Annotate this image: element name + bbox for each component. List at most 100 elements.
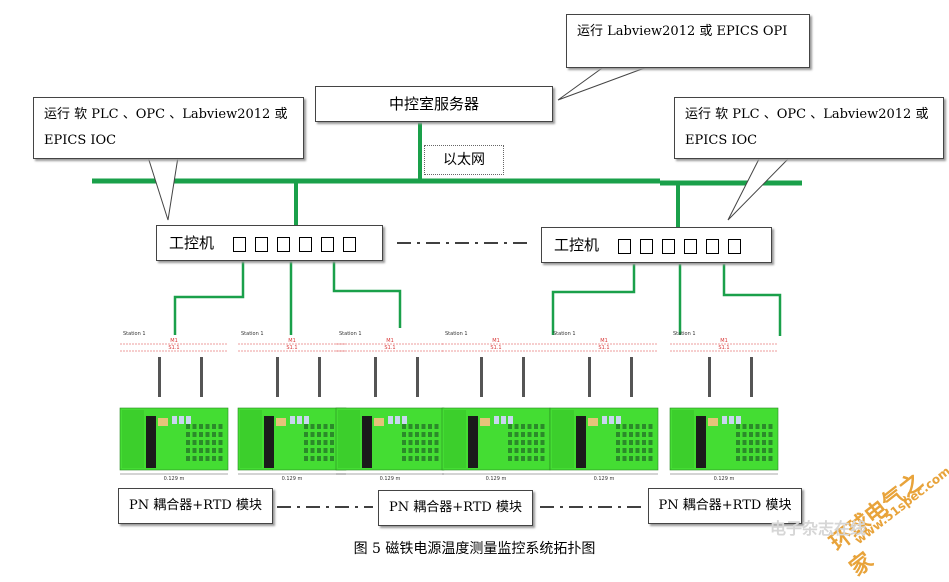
- terminal: [218, 448, 223, 453]
- terminal: [508, 448, 512, 453]
- coupler-black-panel: [696, 416, 706, 468]
- terminal: [434, 424, 439, 429]
- terminal: [768, 424, 773, 429]
- terminal: [521, 432, 525, 437]
- terminal: [629, 432, 633, 437]
- terminal: [402, 424, 406, 429]
- dimension-label: 0.129 m: [714, 476, 735, 482]
- coupler-section: [338, 410, 360, 468]
- network-lines: [92, 122, 802, 336]
- port-2: [639, 238, 653, 254]
- terminal: [434, 432, 439, 437]
- s11-label: S1.1: [384, 345, 395, 351]
- io-label-1: [388, 416, 393, 424]
- s11-label: S1.1: [168, 345, 179, 351]
- ipc-right-ports: [617, 228, 750, 262]
- terminal: [648, 456, 653, 461]
- terminal: [514, 448, 519, 453]
- terminal: [317, 440, 321, 445]
- port-6: [342, 236, 356, 252]
- right-callout-pointer: [727, 156, 792, 221]
- terminal: [768, 448, 773, 453]
- coupler-black-panel: [146, 416, 156, 468]
- m1-label: M1: [288, 338, 296, 344]
- terminal: [736, 432, 740, 437]
- m1-label: M1: [492, 338, 500, 344]
- terminal: [521, 424, 525, 429]
- terminal: [192, 440, 197, 445]
- terminal: [402, 440, 406, 445]
- io-label-3: [402, 416, 407, 424]
- right-callout: 运行 软 PLC 、OPC 、Labview2012 或 EPICS IOC: [674, 97, 944, 159]
- terminal: [648, 440, 653, 445]
- port-5: [705, 238, 719, 254]
- terminal: [642, 448, 646, 453]
- coupler-section: [240, 410, 262, 468]
- terminal: [629, 424, 633, 429]
- terminal: [514, 440, 519, 445]
- terminal: [762, 448, 766, 453]
- terminal: [508, 432, 512, 437]
- terminal: [434, 448, 439, 453]
- terminal: [434, 440, 439, 445]
- terminal: [421, 448, 426, 453]
- terminal: [317, 424, 321, 429]
- terminal: [749, 432, 753, 437]
- terminal: [421, 456, 426, 461]
- port-1: [617, 238, 631, 254]
- terminal: [648, 448, 653, 453]
- left-callout-pointer: [147, 156, 179, 221]
- terminal: [192, 424, 197, 429]
- terminal: [514, 456, 519, 461]
- station-link-4: [551, 264, 636, 335]
- coupler-black-panel: [576, 416, 586, 468]
- terminal: [762, 432, 766, 437]
- server-label: 中控室服务器: [388, 95, 479, 113]
- terminal: [199, 448, 203, 453]
- terminal: [521, 440, 525, 445]
- terminal: [749, 440, 753, 445]
- watermark-faint: 电子杂志在线: [770, 519, 867, 538]
- terminal: [199, 440, 203, 445]
- port-3: [661, 238, 675, 254]
- terminal: [635, 432, 640, 437]
- terminal: [323, 424, 328, 429]
- terminal: [402, 448, 406, 453]
- io-label-1: [172, 416, 177, 424]
- s11-label: S1.1: [598, 345, 609, 351]
- io-label-1: [602, 416, 607, 424]
- coupler-section: [672, 410, 694, 468]
- terminal: [428, 448, 432, 453]
- terminal: [736, 456, 740, 461]
- terminal: [527, 456, 532, 461]
- terminal: [402, 456, 406, 461]
- terminal: [205, 432, 210, 437]
- terminal: [616, 456, 620, 461]
- m1-label: M1: [720, 338, 728, 344]
- module-label-box-1: PN 耦合器+RTD 模块: [118, 488, 273, 524]
- terminal: [304, 440, 308, 445]
- terminal: [310, 456, 315, 461]
- coupler-black-panel: [362, 416, 372, 468]
- m1-label: M1: [386, 338, 394, 344]
- terminal: [736, 448, 740, 453]
- terminal: [514, 424, 519, 429]
- terminal: [749, 448, 753, 453]
- module-label-1: PN 耦合器+RTD 模块: [129, 498, 262, 513]
- terminal: [622, 448, 627, 453]
- station-label: Station 1: [339, 331, 362, 337]
- terminal: [742, 424, 747, 429]
- module-label-box-2: PN 耦合器+RTD 模块: [378, 490, 533, 526]
- terminal: [755, 440, 760, 445]
- dimension-label: 0.129 m: [380, 476, 401, 482]
- server-box: 中控室服务器: [315, 86, 553, 122]
- port-2: [254, 236, 268, 252]
- terminal: [330, 448, 334, 453]
- io-label-2: [179, 416, 184, 424]
- io-label-3: [508, 416, 513, 424]
- io-label-2: [609, 416, 614, 424]
- terminal: [629, 440, 633, 445]
- coupler-section: [122, 410, 144, 468]
- part-number-text-1: [588, 357, 591, 397]
- station-label: Station 1: [241, 331, 264, 337]
